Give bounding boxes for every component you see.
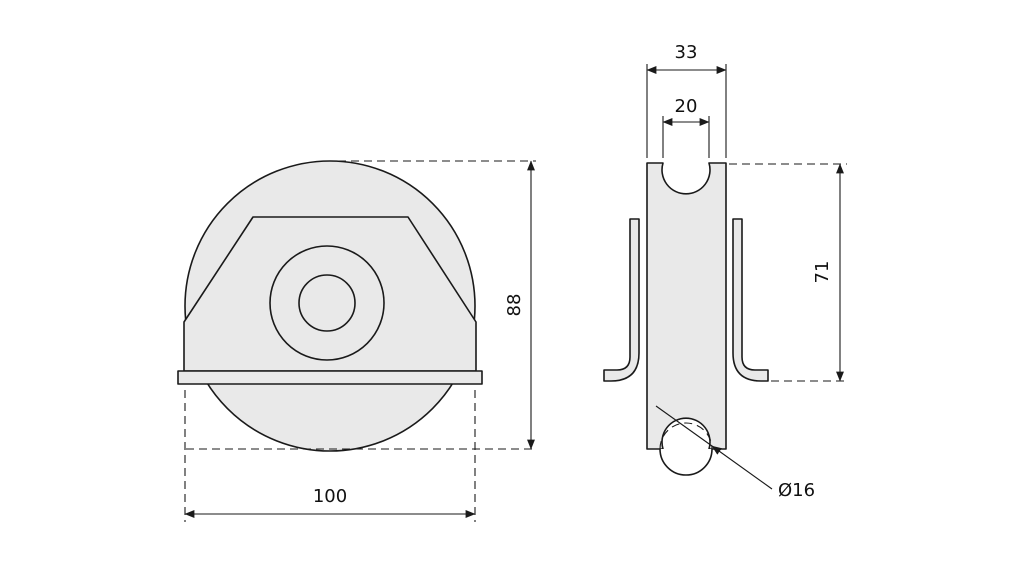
front-view: 88 100 [177, 160, 536, 522]
right-support-plate [732, 218, 769, 382]
leader-line-bar-diameter-extension [655, 405, 713, 447]
dim-side-height: 71 [812, 261, 833, 284]
base-plate [177, 370, 483, 385]
dim-side-groove-width: 20 [675, 96, 698, 117]
dim-side-outer-width: 33 [675, 42, 698, 63]
wheel-profile [646, 162, 727, 450]
side-view: 33 20 71 Ø16 [603, 42, 847, 501]
bar-visible-arc [659, 448, 713, 476]
bar-hidden-arc [659, 422, 713, 450]
left-support-plate [603, 218, 640, 382]
bore-circle [298, 274, 356, 332]
dim-front-height: 88 [504, 294, 525, 317]
leader-line-bar-diameter [711, 445, 773, 490]
dim-front-width: 100 [313, 486, 347, 507]
dim-bar-diameter: Ø16 [778, 480, 815, 501]
